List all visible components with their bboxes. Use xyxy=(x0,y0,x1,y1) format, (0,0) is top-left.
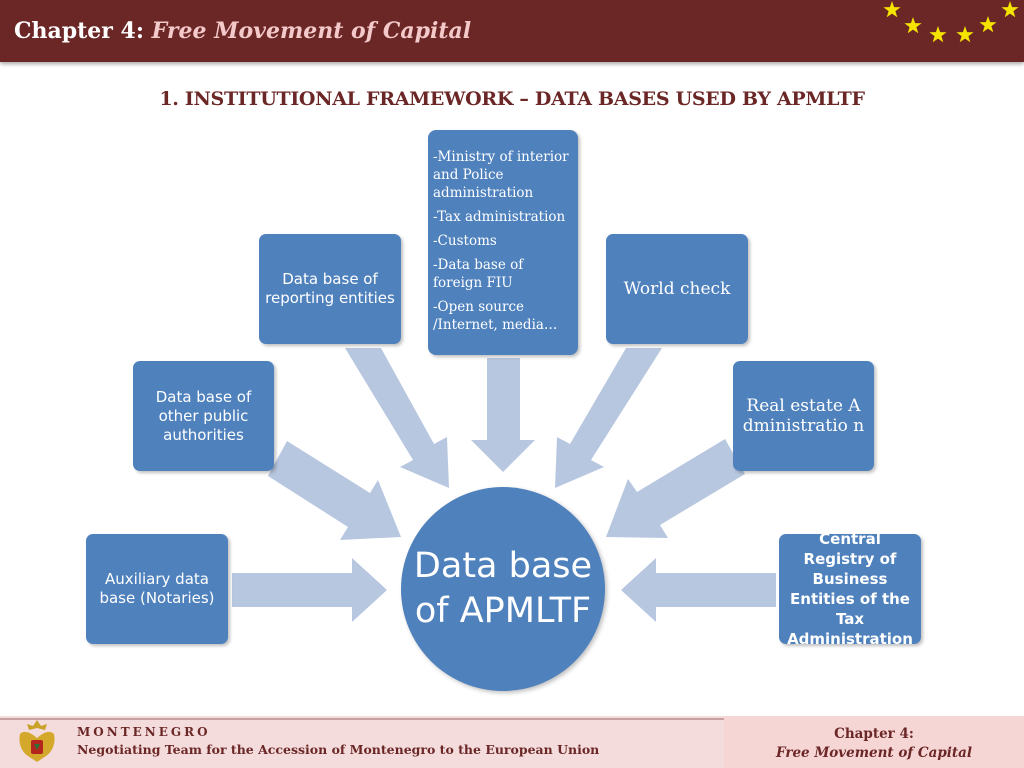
node-real-estate-label: Real estate Administratio n xyxy=(742,396,865,436)
header-chapter-name: Free Movement of Capital xyxy=(151,18,472,44)
node-apmltf-database-label: Data base of APMLTF xyxy=(413,546,593,631)
node-reporting-entities: Data base of reporting entities xyxy=(259,234,401,344)
arrow-from-public-authorities xyxy=(268,441,401,540)
node-reporting-entities-label: Data base of reporting entities xyxy=(265,270,395,307)
footer-chapter: Chapter 4: Free Movement of Capital xyxy=(760,725,988,763)
node-public-authorities-label: Data base of other public authorities xyxy=(155,387,252,444)
header-bar: Chapter 4: Free Movement of Capital xyxy=(0,0,1024,62)
header-chapter: Chapter 4: xyxy=(14,18,144,44)
list-item: -Ministry of interior and Police adminis… xyxy=(433,149,569,201)
arrow-from-auxiliary xyxy=(232,558,387,622)
arrow-from-central-registry xyxy=(621,558,776,622)
montenegro-crest-icon xyxy=(19,720,55,762)
footer-divider xyxy=(0,718,724,720)
node-real-estate: Real estate Administratio n xyxy=(733,361,874,471)
node-ministries-list: -Ministry of interior and Police adminis… xyxy=(428,130,578,355)
node-auxiliary: Auxiliary data base (Notaries) xyxy=(86,534,228,644)
arrow-from-reporting-entities xyxy=(345,348,449,488)
footer-chapter-number: Chapter 4: xyxy=(834,726,914,742)
node-world-check-label: World check xyxy=(623,279,731,299)
list-item: -Tax administration xyxy=(433,209,566,225)
footer-team: Negotiating Team for the Accession of Mo… xyxy=(77,742,600,757)
header-title: Chapter 4: Free Movement of Capital xyxy=(14,18,471,44)
arrow-from-world-check xyxy=(555,348,662,488)
node-apmltf-database: Data base of APMLTF xyxy=(401,487,605,691)
arrow-from-ministries xyxy=(471,358,535,472)
node-auxiliary-label: Auxiliary data base (Notaries) xyxy=(99,570,215,607)
arrow-from-real-estate xyxy=(606,439,745,538)
list-item: -Open source /Internet, media… xyxy=(433,299,558,333)
list-item: -Data base of foreign FIU xyxy=(433,257,524,291)
node-central-registry-label: Central Registry of Business Entities of… xyxy=(787,530,913,648)
node-world-check: World check xyxy=(606,234,748,344)
footer-country: MONTENEGRO xyxy=(77,725,211,739)
node-central-registry: Central Registry of Business Entities of… xyxy=(779,530,921,648)
footer-chapter-name: Free Movement of Capital xyxy=(775,745,973,761)
slide-title: 1. INSTITUTIONAL FRAMEWORK – DATA BASES … xyxy=(159,88,865,110)
node-public-authorities: Data base of other public authorities xyxy=(133,361,274,471)
list-item: -Customs xyxy=(433,233,497,249)
footer-right-panel xyxy=(724,716,1024,768)
